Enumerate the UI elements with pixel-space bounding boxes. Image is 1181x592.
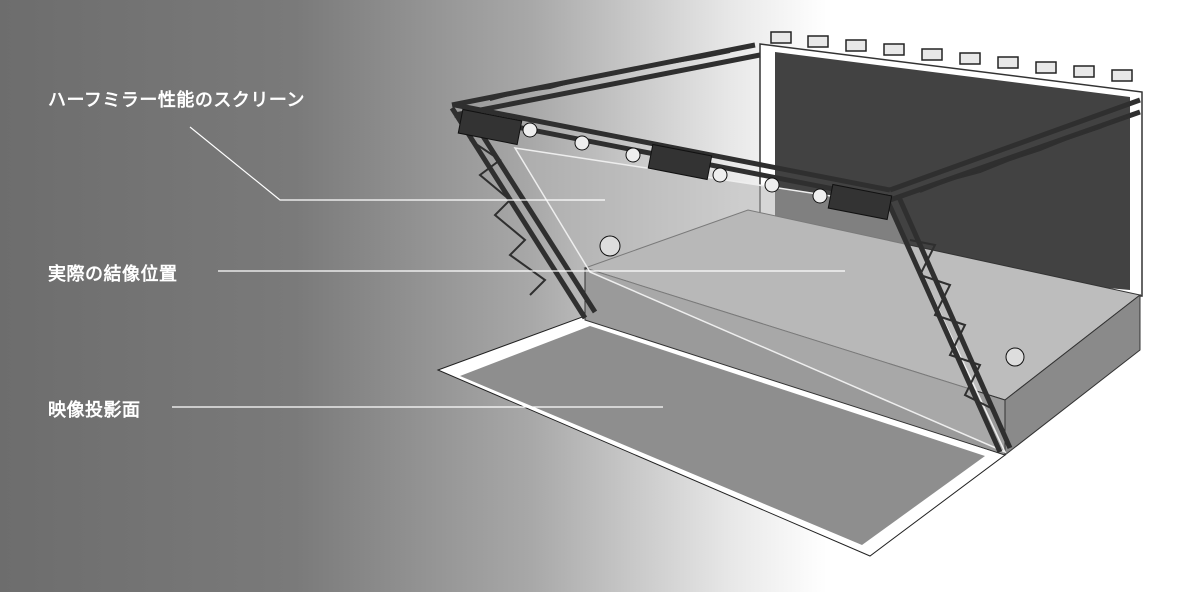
stage-lights (457, 108, 1025, 367)
leader-line-half-mirror (189, 126, 605, 201)
label-actual-image-position: 実際の結像位置 (48, 264, 178, 285)
label-half-mirror-screen: ハーフミラー性能のスクリーン (48, 90, 306, 111)
projector-row (770, 31, 1133, 82)
floor-projection-surface (460, 326, 985, 545)
label-projection-surface: 映像投影面 (48, 400, 141, 421)
truss-bracing (469, 51, 1131, 411)
